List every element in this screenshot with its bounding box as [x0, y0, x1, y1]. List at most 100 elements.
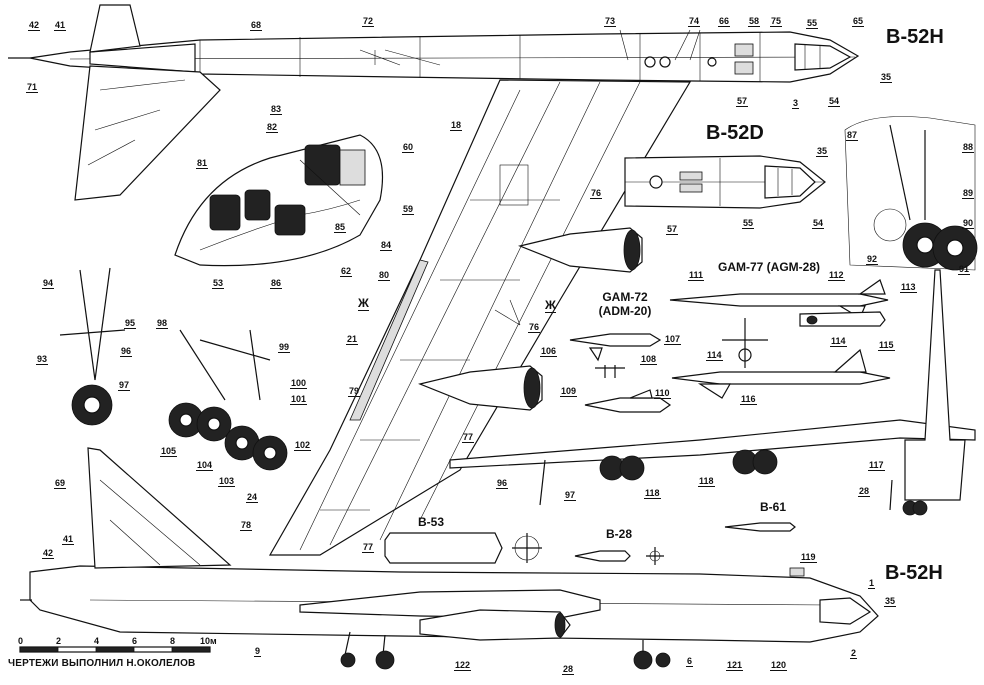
bombs — [384, 522, 796, 565]
callout: 122 — [454, 660, 472, 671]
callout: 84 — [380, 240, 393, 251]
gam72-missile — [569, 333, 672, 413]
gam77-missile — [669, 279, 889, 368]
callout: 104 — [196, 460, 214, 471]
callout: 54 — [828, 96, 841, 107]
callout: 110 — [654, 388, 671, 399]
callout: 28 — [858, 486, 871, 497]
side-view-fuselage — [20, 447, 879, 670]
callout: 79 — [348, 386, 361, 397]
leader-lines — [359, 29, 701, 326]
scale-tick-4: 4 — [94, 636, 100, 646]
callout: 93 — [36, 354, 49, 365]
callout: 90 — [962, 218, 975, 229]
callout: 107 — [664, 334, 682, 345]
callout: 95 — [124, 318, 137, 329]
label-gam72: GAM-72 (ADM-20) — [590, 290, 660, 318]
callout: 106 — [540, 346, 558, 357]
callout: 41 — [62, 534, 75, 545]
cockpit-cutaway — [174, 134, 384, 267]
callout: 116 — [740, 394, 757, 405]
title-top-view: B-52H — [886, 26, 944, 48]
label-b53: B-53 — [418, 515, 445, 529]
callout: 78 — [240, 520, 253, 531]
callout: 105 — [160, 446, 178, 457]
callout: 2 — [850, 648, 858, 659]
callout: 100 — [290, 378, 308, 389]
callout: 69 — [54, 478, 67, 489]
callout: 42 — [42, 548, 55, 559]
top-view-tailplane — [74, 4, 221, 201]
label-gam72-line1: GAM-72 — [602, 290, 648, 304]
callout: 114 — [706, 350, 723, 361]
callout: 75 — [770, 16, 783, 27]
callout: 35 — [816, 146, 829, 157]
callout: 65 — [852, 16, 865, 27]
callout: 114 — [830, 336, 847, 347]
section-mark-right: Ж — [545, 298, 556, 313]
callout: 77 — [462, 432, 475, 443]
callout: 80 — [378, 270, 391, 281]
callout: 60 — [402, 142, 415, 153]
callout: 85 — [334, 222, 347, 233]
callout: 68 — [250, 20, 263, 31]
callout: 103 — [218, 476, 236, 487]
label-gam77: GAM-77 (AGM-28) — [718, 260, 821, 274]
scale-tick-10: 10м — [200, 636, 217, 646]
callout: 96 — [496, 478, 509, 489]
callout: 54 — [812, 218, 825, 229]
callout: 76 — [528, 322, 541, 333]
callout: 117 — [868, 460, 885, 471]
callout: 35 — [884, 596, 897, 607]
scale-tick-6: 6 — [132, 636, 138, 646]
callout: 21 — [346, 334, 359, 345]
callout: 9 — [254, 646, 262, 657]
callout: 55 — [742, 218, 755, 229]
callout: 58 — [748, 16, 761, 27]
callout: 28 — [562, 664, 575, 675]
callout: 35 — [880, 72, 893, 83]
scale-tick-2: 2 — [56, 636, 62, 646]
front-view — [449, 269, 976, 516]
drawing-credit: ЧЕРТЕЖИ ВЫПОЛНИЛ Н.ОКОЛЕЛОВ — [8, 658, 196, 669]
label-gam72-line2: (ADM-20) — [598, 304, 652, 318]
callout: 71 — [26, 82, 39, 93]
callout: 53 — [212, 278, 225, 289]
callout: 86 — [270, 278, 283, 289]
callout: 120 — [770, 660, 788, 671]
callout: 77 — [362, 542, 375, 553]
callout: 83 — [270, 104, 283, 115]
callout: 96 — [120, 346, 133, 357]
callout: 59 — [402, 204, 415, 215]
callout: 111 — [688, 270, 705, 281]
callout: 91 — [958, 264, 971, 275]
callout: 121 — [726, 660, 744, 671]
callout: 113 — [900, 282, 917, 293]
hound-dog-side — [671, 348, 891, 399]
callout: 57 — [666, 224, 679, 235]
scale-tick-8: 8 — [170, 636, 176, 646]
callout: 97 — [564, 490, 577, 501]
callout: 98 — [156, 318, 169, 329]
callout: 6 — [686, 656, 694, 667]
callout: 62 — [340, 266, 353, 277]
callout: 99 — [278, 342, 291, 353]
callout: 88 — [962, 142, 975, 153]
callout: 73 — [604, 16, 617, 27]
callout: 118 — [644, 488, 661, 499]
callout: 97 — [118, 380, 131, 391]
callout: 55 — [806, 18, 819, 29]
top-view-engine-pods — [418, 227, 643, 411]
callout: 1 — [868, 578, 876, 589]
title-b52d: B-52D — [706, 122, 764, 144]
main-gear-detail — [844, 116, 978, 271]
callout: 118 — [698, 476, 715, 487]
callout: 115 — [878, 340, 895, 351]
callout: 94 — [42, 278, 55, 289]
callout: 18 — [450, 120, 463, 131]
top-view-fuselage — [8, 31, 860, 83]
title-side-view: B-52H — [885, 562, 943, 584]
callout: 74 — [688, 16, 701, 27]
